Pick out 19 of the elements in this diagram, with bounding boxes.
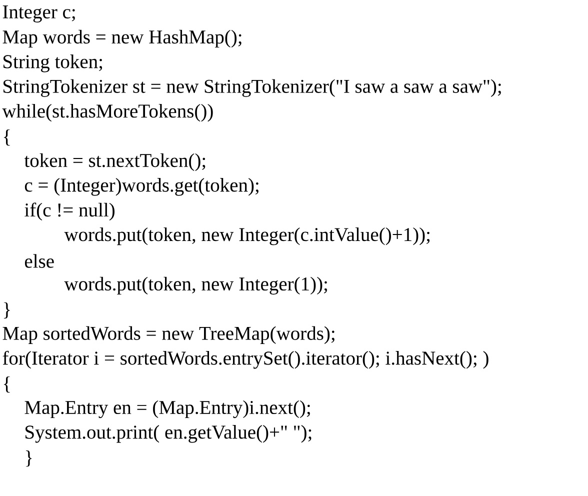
code-line: else [24,254,54,268]
code-line: for(Iterator i = sortedWords.entrySet().iterator(); i.hasNext(); ) [2,350,488,369]
code-line: Integer c; [2,6,75,22]
code-line: Map words = new HashMap(); [2,30,242,48]
code-line: Map sortedWords = new TreeMap(words); [2,326,334,344]
code-line: StringTokenizer st = new StringTokenizer("I saw a saw a saw"); [4,79,501,97]
code-line: words.put(token, new Integer(c.intValue()+1)); [64,227,430,246]
code-line: words.put(token, new Integer(1)); [64,276,327,295]
code-line: { [4,376,10,393]
code-line: } [26,450,32,467]
code-line: token = st.nextToken(); [24,153,206,172]
code-line: c = (Integer)words.get(token); [24,178,258,196]
code-line: while(st.hasMoreTokens()) [2,104,213,122]
code-line: { [4,129,10,146]
code-line: System.out.print( en.getValue()+" "); [26,425,312,443]
code-line: } [4,302,10,318]
code-line: String token; [4,54,102,72]
code-line: if(c != null) [24,202,114,221]
code-line: Map.Entry en = (Map.Entry)i.next(); [24,400,310,418]
